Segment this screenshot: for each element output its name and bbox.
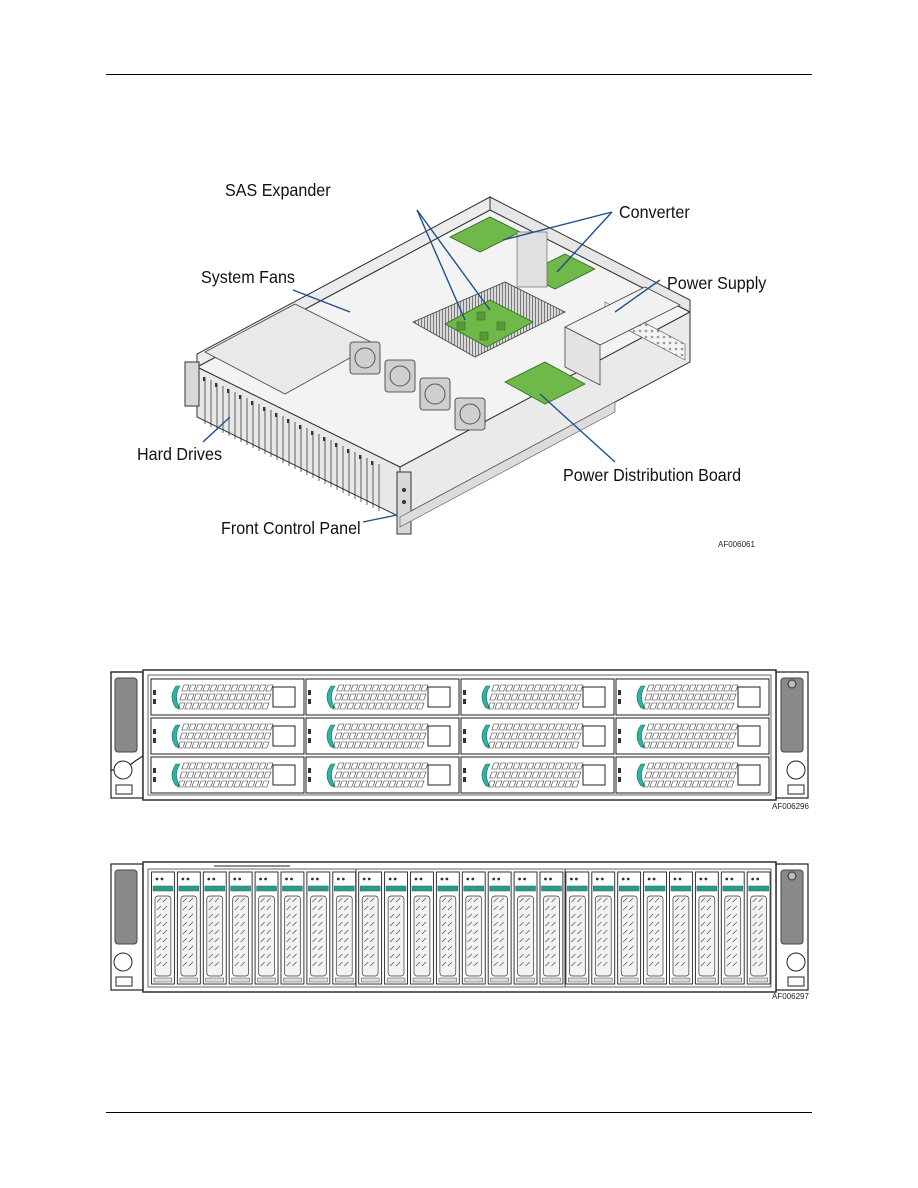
drive-bay-2-5[interactable] [669,871,693,985]
drive-latch[interactable] [256,885,277,892]
drive-latch[interactable] [481,763,491,787]
drive-latch[interactable] [644,885,666,892]
drive-bay-3-5[interactable] [305,717,460,755]
drive-bay-2-5[interactable] [513,871,538,985]
drive-latch[interactable] [481,724,491,748]
drive-bay-2-5[interactable] [332,871,357,985]
drive-latch[interactable] [541,885,562,892]
drive-bay-2-5[interactable] [720,871,745,985]
drive-latch[interactable] [334,885,355,892]
power-distribution-board-callout: Power Distribution Board [563,465,742,485]
drive-latch[interactable] [326,685,336,709]
drive-bay-2-5[interactable] [384,871,408,985]
drive-latch[interactable] [567,885,588,892]
drive-latch[interactable] [593,885,614,892]
drive-bay-3-5[interactable] [460,756,615,794]
hard-drives-callout: Hard Drives [137,444,222,464]
drive-latch[interactable] [463,885,484,892]
chassis-cutaway-figure: SAS Expander Converter System Fans Power… [137,172,775,552]
drive-latch[interactable] [178,885,200,892]
drive-latch[interactable] [152,885,174,892]
drive-latch[interactable] [636,763,646,787]
drive-latch[interactable] [437,885,459,892]
drive-latch[interactable] [411,885,433,892]
front-control-panel-callout: Front Control Panel [221,518,361,538]
power-supply-callout: Power Supply [667,273,767,293]
drive-bay-2-5[interactable] [694,871,719,985]
drive-bay-2-5[interactable] [151,871,175,985]
figure2-id: AF006296 [772,802,809,811]
figure1-id: AF006061 [718,540,755,549]
drive-bay-3-5[interactable] [150,756,305,794]
drive-bay-3-5[interactable] [615,678,770,716]
drive-bay-3-5[interactable] [615,717,770,755]
drive-latch[interactable] [171,763,181,787]
drive-latch[interactable] [489,885,510,892]
drive-latch[interactable] [636,685,646,709]
drive-latch[interactable] [326,763,336,787]
drive-latch[interactable] [481,685,491,709]
system-fans-callout: System Fans [201,267,295,287]
drive-bay-3-5[interactable] [615,756,770,794]
drive-latch[interactable] [515,885,536,892]
drive-bay-2-5[interactable] [254,871,279,985]
drive-latch[interactable] [670,885,692,892]
drive-latch[interactable] [636,724,646,748]
drive-latch[interactable] [326,724,336,748]
front-view-24-drive-figure: AF006297 [108,860,812,1010]
header-rule [106,74,812,75]
drive-latch[interactable] [230,885,251,892]
drive-latch[interactable] [282,885,303,892]
sas-expander-callout: SAS Expander [225,180,331,200]
front-panel-12-drive [110,669,809,801]
drive-bay-2-5[interactable] [539,871,564,985]
front-panel-24-drive [110,861,809,993]
drive-latch[interactable] [204,885,225,892]
drive-bay-2-5[interactable] [565,871,590,985]
drive-bay-2-5[interactable] [228,871,253,985]
figure3-id: AF006297 [772,992,809,1001]
drive-bay-2-5[interactable] [591,871,616,985]
drive-bay-2-5[interactable] [643,871,667,985]
drive-bay-3-5[interactable] [305,756,460,794]
drive-latch[interactable] [696,885,718,892]
drive-bay-2-5[interactable] [435,871,460,985]
drive-latch[interactable] [722,885,743,892]
drive-latch[interactable] [171,685,181,709]
drive-latch[interactable] [748,885,769,892]
drive-bay-3-5[interactable] [150,678,305,716]
drive-bay-2-5[interactable] [461,871,486,985]
drive-latch[interactable] [308,885,329,892]
drive-bay-2-5[interactable] [617,871,642,985]
drive-latch[interactable] [618,885,640,892]
drive-latch[interactable] [385,885,407,892]
drive-bay-2-5[interactable] [410,871,434,985]
drive-bay-2-5[interactable] [306,871,331,985]
front-view-12-drive-figure: AF006296 [108,668,812,820]
drive-bay-2-5[interactable] [487,871,512,985]
drive-bay-3-5[interactable] [460,717,615,755]
drive-bay-2-5[interactable] [280,871,305,985]
drive-bay-2-5[interactable] [176,871,201,985]
footer-rule [106,1112,812,1113]
drive-latch[interactable] [359,885,381,892]
chassis-illustration [184,196,692,535]
drive-bay-2-5[interactable] [358,871,383,985]
drive-bay-2-5[interactable] [746,871,771,985]
drive-bay-3-5[interactable] [305,678,460,716]
drive-bay-3-5[interactable] [460,678,615,716]
converter-callout: Converter [619,202,690,222]
drive-bay-2-5[interactable] [202,871,227,985]
drive-latch[interactable] [171,724,181,748]
drive-bay-3-5[interactable] [150,717,305,755]
